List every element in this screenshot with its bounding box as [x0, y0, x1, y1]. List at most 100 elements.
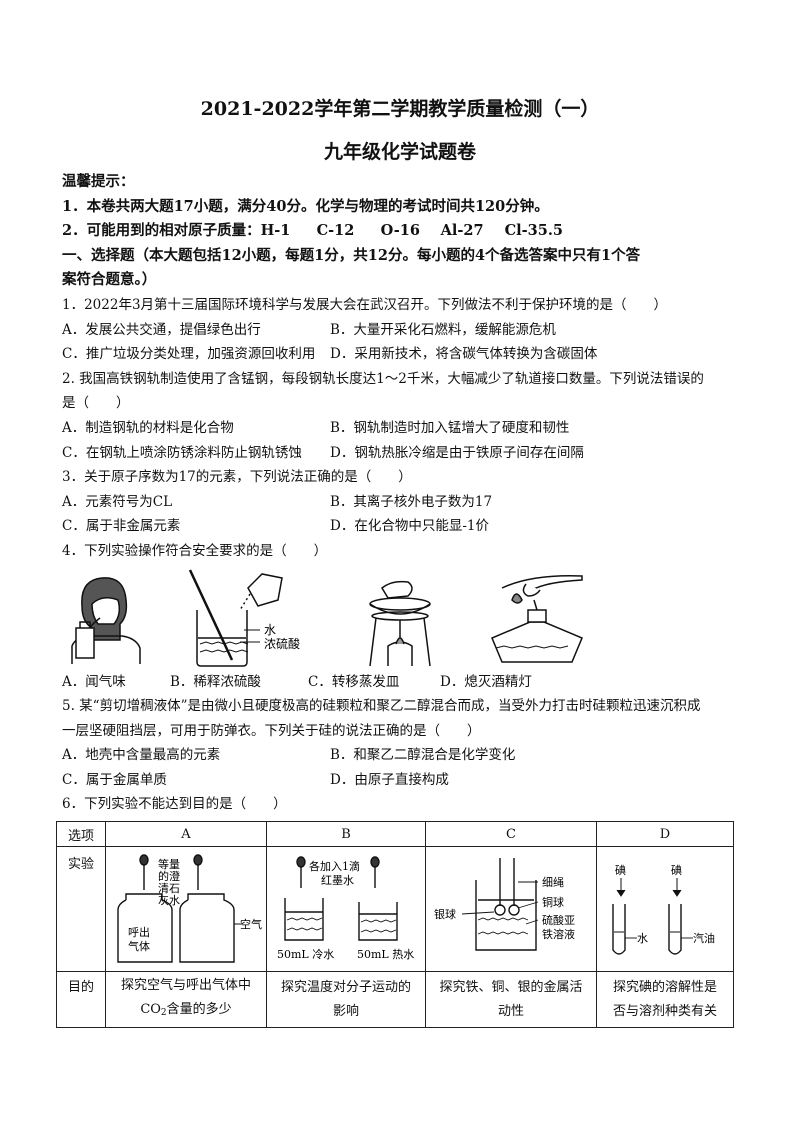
- d-iodine-1: 碘: [615, 864, 626, 877]
- b-cold: 50mL 冷水: [277, 948, 334, 961]
- q6-header-row: 选项 A B C D: [56, 821, 734, 848]
- goal-a: 探究空气与呼出气体中 CO2含量的多少: [105, 971, 267, 1029]
- exp-b-figure: 各加入1滴 红墨水 50mL 冷水 50mL 热水: [277, 856, 414, 961]
- mass-o: O-16: [380, 222, 420, 240]
- col-option: 选项: [56, 821, 106, 848]
- q2-option-c: C．在钢轨上喷涂防锈涂料防止钢轨锈蚀: [62, 444, 302, 461]
- q1-option-b: B．大量开采化石燃料，缓解能源危机: [330, 321, 556, 338]
- water-label: 水: [264, 623, 276, 637]
- q5-stem-2: 一层坚硬阻挡层，可用于防弹衣。下列关于硅的说法正确的是（ ）: [62, 722, 481, 739]
- goal-c: 探究铁、铜、银的金属活 动性: [425, 971, 597, 1029]
- c-wire: 细绳: [542, 875, 564, 889]
- q5-stem-1: 5. 某“剪切增稠液体”是由微小且硬度极高的硅颗粒和聚乙二醇混合而成，当受外力打…: [62, 698, 701, 715]
- cell-exp-c: 细绳 铜球 银球 硫酸亚 铁溶液: [425, 846, 597, 973]
- a-breath-2: 气体: [128, 939, 150, 953]
- q3-option-b: B．其离子核外电子数为17: [330, 493, 493, 510]
- a-label-1: 等量: [158, 857, 180, 871]
- exp-a-figure: 等量 的澄 清石 灰水 呼出 气体 空气: [117, 854, 262, 963]
- col-b: B: [266, 821, 426, 848]
- cell-exp-d: 碘 碘 水 汽油: [596, 846, 734, 973]
- q4-option-c: C．转移蒸发皿: [308, 673, 400, 690]
- q6-stem: 6．下列实验不能达到目的是（ ）: [62, 796, 287, 813]
- q4-figure-svg: 水 浓硫酸: [71, 568, 583, 667]
- d-iodine-2: 碘: [671, 864, 682, 877]
- tip-1: 1．本卷共两大题17小题，满分40分。化学与物理的考试时间共120分钟。: [62, 197, 549, 215]
- q5-options-ab: A．地壳中含量最高的元素 B．和聚乙二醇混合是化学变化: [62, 743, 738, 768]
- q2-options-cd: C．在钢轨上喷涂防锈涂料防止钢轨锈蚀 D．钢轨热胀冷缩是由于铁原子间存在间隔: [62, 441, 738, 466]
- q3-options-ab: A．元素符号为CL B．其离子核外电子数为17: [62, 490, 738, 515]
- b-top-2: 红墨水: [321, 874, 354, 887]
- b-top-1: 各加入1滴: [309, 859, 360, 873]
- goal-b: 探究温度对分子运动的 影响: [266, 971, 426, 1029]
- q5-options-cd: C．属于金属单质 D．由原子直接构成: [62, 768, 738, 793]
- mass-cl: Cl-35.5: [504, 222, 563, 240]
- figure-a-smell: [71, 576, 141, 664]
- a-label-3: 清石: [158, 882, 180, 895]
- goal-c-line-2: 动性: [497, 1003, 524, 1019]
- c-ag: 银球: [434, 907, 456, 921]
- a-label-2: 的澄: [158, 869, 180, 883]
- col-c: C: [425, 821, 597, 848]
- q2-option-b: B．钢轨制造时加入锰增大了硬度和韧性: [330, 419, 570, 436]
- goal-a-line-2: CO2含量的多少: [110, 998, 262, 1025]
- q4-options: A．闻气味 B．稀释浓硫酸 C．转移蒸发皿 D．熄灭酒精灯: [62, 670, 738, 695]
- figure-c-evaporating-dish: [369, 580, 431, 666]
- q3-stem: 3．关于原子序数为17的元素，下列说法正确的是（ ）: [62, 469, 412, 486]
- a-air: 空气: [240, 917, 262, 931]
- d-water: 水: [637, 932, 648, 945]
- goal-a-co: CO: [140, 1002, 161, 1018]
- q4-stem: 4．下列实验操作符合安全要求的是（ ）: [62, 542, 328, 559]
- section-heading-1: 一、选择题（本大题包括12小题，每题1分，共12分。每小题的4个备选答案中只有1…: [62, 246, 641, 264]
- q4-option-a: A．闻气味: [62, 673, 126, 690]
- goal-b-line-2: 影响: [332, 1003, 359, 1019]
- q5-option-b: B．和聚乙二醇混合是化学变化: [330, 747, 516, 764]
- page-title: 2021-2022学年第二学期教学质量检测（一）: [200, 98, 600, 120]
- goal-d-line-1: 探究碘的溶解性是: [612, 979, 717, 995]
- b-hot: 50mL 热水: [357, 948, 414, 961]
- q1-stem: 1．2022年3月第十三届国际环境科学与发展大会在武汉召开。下列做法不利于保护环…: [62, 296, 668, 313]
- col-a: A: [105, 821, 267, 848]
- q2-options-ab: A．制造钢轨的材料是化合物 B．钢轨制造时加入锰增大了硬度和韧性: [62, 416, 738, 441]
- q1-option-c: C．推广垃圾分类处理，加强资源回收利用: [62, 346, 316, 363]
- goal-b-line-1: 探究温度对分子运动的: [280, 979, 411, 995]
- c-sol-1: 硫酸亚: [542, 913, 575, 927]
- mass-h: H-1: [260, 222, 291, 240]
- q2-stem-1: 2. 我国高铁钢轨制造使用了含锰钢，每段钢轨长度达1～2千米，大幅减少了轨道接口…: [62, 370, 704, 387]
- d-gasoline: 汽油: [693, 931, 715, 945]
- exam-page: 2021-2022学年第二学期教学质量检测（一） 九年级化学试题卷 温馨提示： …: [56, 92, 738, 1029]
- q3-options-cd: C．属于非金属元素 D．在化合物中只能显-1价: [62, 514, 738, 539]
- tip-2-label: 2．可能用到的相对原子质量：: [62, 222, 261, 240]
- c-cu: 铜球: [542, 895, 564, 909]
- a-breath-1: 呼出: [128, 925, 150, 939]
- acid-label: 浓硫酸: [264, 636, 300, 651]
- figure-b-dilute: [188, 568, 283, 667]
- col-d: D: [596, 821, 734, 848]
- q2-option-a: A．制造钢轨的材料是化合物: [62, 419, 234, 436]
- row-goal-label: 目的: [56, 971, 106, 1029]
- c-sol-2: 铁溶液: [542, 927, 575, 941]
- q4-figures: 水 浓硫酸: [62, 566, 738, 670]
- exp-c-figure: 细绳 铜球 银球 硫酸亚 铁溶液: [434, 858, 575, 951]
- page-subtitle: 九年级化学试题卷: [323, 141, 476, 163]
- q3-option-d: D．在化合物中只能显-1价: [330, 518, 489, 535]
- goal-d: 探究碘的溶解性是 否与溶剂种类有关: [596, 971, 734, 1029]
- q4-option-d: D．熄灭酒精灯: [440, 673, 532, 690]
- q3-option-a: A．元素符号为CL: [62, 493, 173, 510]
- cell-exp-b: 各加入1滴 红墨水 50mL 冷水 50mL 热水: [266, 846, 426, 973]
- exp-d-figure: 碘 碘 水 汽油: [612, 864, 715, 955]
- goal-a-sub: 2: [160, 1008, 167, 1019]
- q2-option-d: D．钢轨热胀冷缩是由于铁原子间存在间隔: [330, 444, 584, 461]
- q6-experiment-row: 实验 等量 的澄 清石 灰水 呼出 气体 空气: [56, 846, 734, 973]
- goal-c-line-1: 探究铁、铜、银的金属活: [439, 979, 583, 995]
- q5-option-c: C．属于金属单质: [62, 771, 167, 788]
- a-label-4: 灰水: [158, 893, 180, 907]
- q3-option-c: C．属于非金属元素: [62, 518, 181, 535]
- q6-goal-row: 目的 探究空气与呼出气体中 CO2含量的多少 探究温度对分子运动的 影响 探究铁…: [56, 971, 734, 1029]
- section-heading-2: 案符合题意。）: [62, 271, 157, 289]
- q5-option-a: A．地壳中含量最高的元素: [62, 747, 221, 764]
- q5-option-d: D．由原子直接构成: [330, 771, 449, 788]
- cell-exp-a: 等量 的澄 清石 灰水 呼出 气体 空气: [105, 846, 267, 973]
